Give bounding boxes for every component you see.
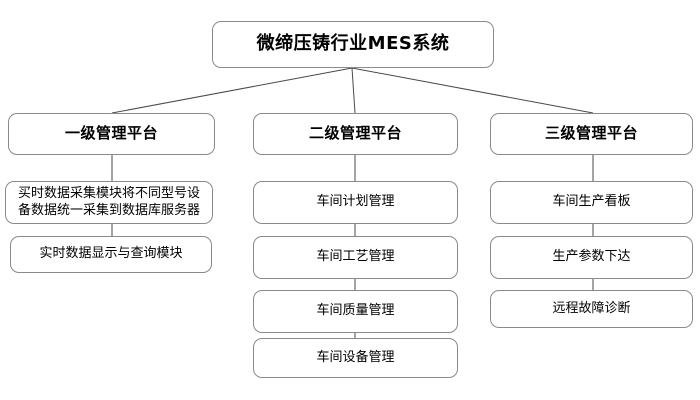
edge-title-to-level2	[351, 67, 356, 114]
edge-title-to-level3	[351, 67, 594, 114]
module-box-level1-1-line1: 买时数据采集模块将不同型号设	[17, 186, 200, 202]
module-box-level3-2-label: 生产参数下达	[552, 249, 631, 265]
module-box-level3-1-label: 车间生产看板	[552, 194, 631, 210]
module-box-level2-4-label: 车间设备管理	[316, 349, 395, 365]
module-box-level3-3[interactable]: 远程故障诊断	[490, 290, 693, 328]
module-box-level1-2-label: 实时数据显示与查询模块	[39, 246, 183, 262]
level-box-2[interactable]: 二级管理平台	[253, 113, 458, 155]
module-box-level2-1-label: 车间计划管理	[316, 194, 395, 210]
module-box-level2-3[interactable]: 车间质量管理	[253, 290, 458, 333]
module-box-level2-4[interactable]: 车间设备管理	[253, 338, 458, 378]
level-box-3[interactable]: 三级管理平台	[490, 113, 693, 155]
module-box-level1-1[interactable]: 买时数据采集模块将不同型号设 备数据统一采集到数据库服务器	[5, 181, 213, 224]
edge-title-to-level1	[111, 67, 353, 114]
module-box-level1-2[interactable]: 实时数据显示与查询模块	[10, 236, 212, 273]
module-box-level3-1[interactable]: 车间生产看板	[490, 181, 693, 224]
level-box-1[interactable]: 一级管理平台	[8, 113, 215, 155]
root-title-box: 微缔压铸行业MES系统	[212, 21, 494, 68]
level-box-2-label: 二级管理平台	[308, 124, 402, 143]
level-box-3-label: 三级管理平台	[544, 124, 638, 143]
level-box-1-label: 一级管理平台	[64, 124, 158, 143]
module-box-level2-2[interactable]: 车间工艺管理	[253, 236, 458, 279]
module-box-level1-1-line2: 备数据统一采集到数据库服务器	[17, 202, 200, 218]
module-box-level2-1[interactable]: 车间计划管理	[253, 181, 458, 224]
module-box-level2-3-label: 车间质量管理	[316, 303, 395, 319]
module-box-level3-2[interactable]: 生产参数下达	[490, 236, 693, 279]
module-box-level3-3-label: 远程故障诊断	[552, 300, 631, 316]
module-box-level2-2-label: 车间工艺管理	[316, 249, 395, 265]
root-title-label: 微缔压铸行业MES系统	[256, 33, 450, 55]
